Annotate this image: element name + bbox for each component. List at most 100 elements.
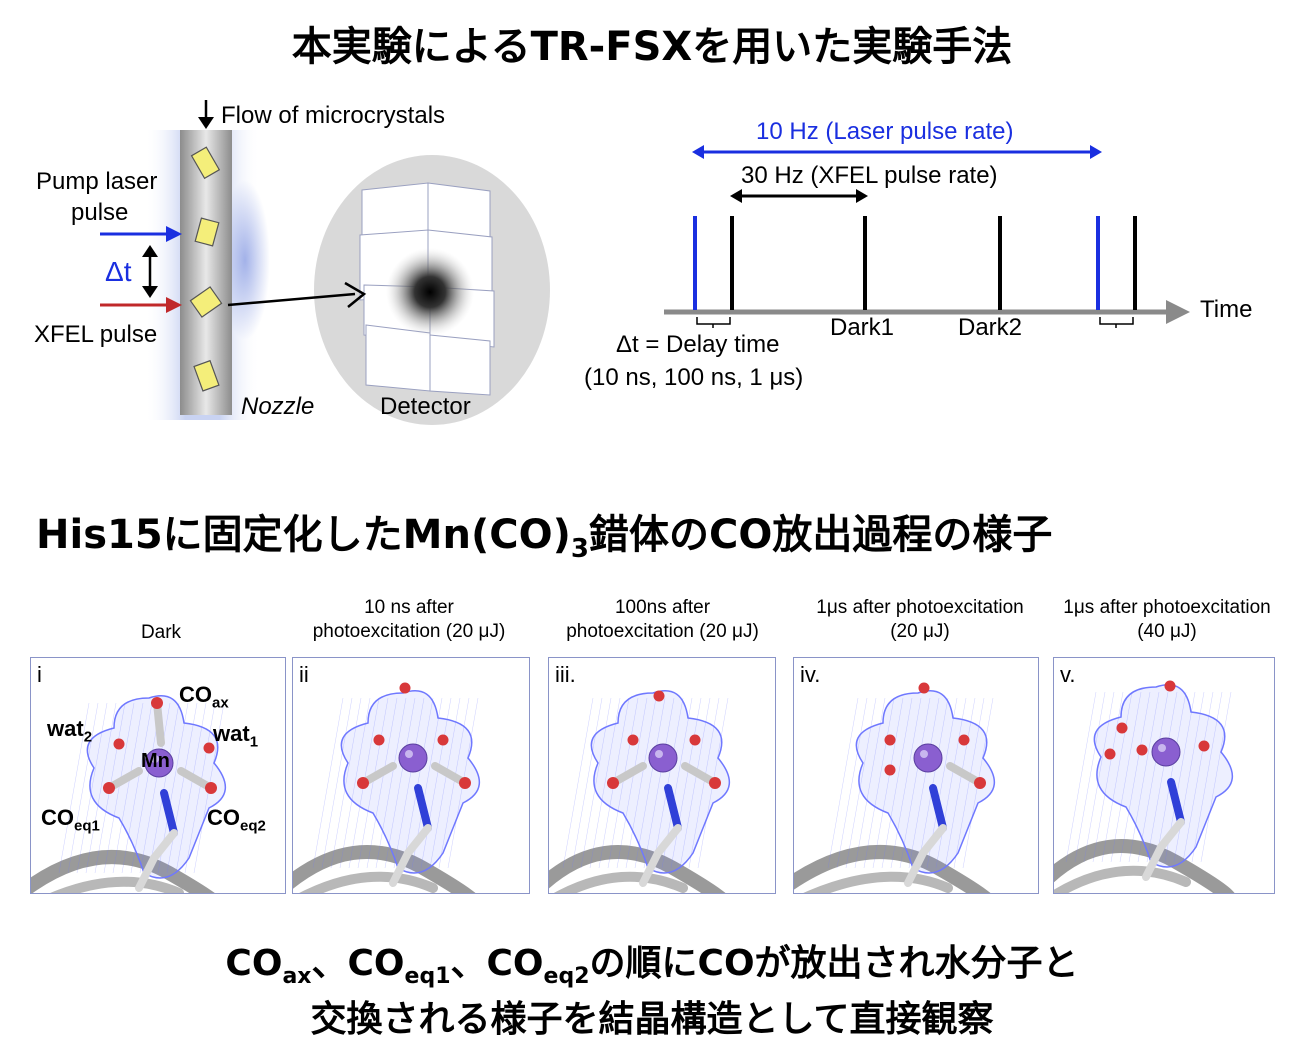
mesh-line: [1074, 691, 1106, 863]
mesh-line: [899, 697, 931, 869]
mesh-line: [881, 697, 913, 869]
mesh-line: [917, 697, 949, 869]
histidine-ring: [664, 784, 682, 832]
mesh-line: [1191, 691, 1223, 863]
histidine-ring: [929, 784, 947, 832]
histidine-chain: [135, 854, 158, 892]
laser-rate-label: 10 Hz (Laser pulse rate): [756, 118, 1014, 145]
histidine-chain: [1157, 818, 1185, 851]
mn-highlight: [405, 750, 413, 758]
dark2-label: Dark2: [958, 314, 1023, 341]
water-oxygen: [1198, 740, 1210, 752]
label-co-eq1: COeq1: [41, 805, 100, 835]
mesh-line: [670, 697, 702, 869]
co-equatorial-2-oxygen: [459, 777, 471, 789]
panel-title-v: 1μs after photoexcitation(40 μJ): [1063, 597, 1271, 642]
water-oxygen: [918, 682, 930, 694]
mesh-line: [366, 697, 398, 869]
histidine-chain: [639, 849, 662, 887]
co-equatorial-2-oxygen: [709, 777, 721, 789]
conclusion-line-2: 交換される様子を結晶構造として直接観察: [310, 999, 994, 1040]
mesh-line: [166, 702, 198, 874]
structure-panel-i: i COax wat2 wat1 Mn COeq1 COeq2: [30, 657, 286, 894]
co-axial-oxygen: [151, 697, 163, 709]
beam-arrow: [227, 292, 356, 307]
histidine-chain: [654, 824, 682, 857]
mn-atom: [1151, 737, 1181, 767]
page-title: 本実験によるTR-FSXを用いた実験手法: [291, 24, 1013, 70]
water-oxygen: [373, 734, 385, 746]
mesh-line: [854, 697, 886, 869]
water-oxygen: [1164, 680, 1176, 692]
section-title: His15に固定化したMn(CO)3錯体のCO放出過程の様子: [36, 502, 1052, 564]
mesh-line: [330, 697, 362, 869]
helix-ribbon: [1054, 839, 1235, 893]
mesh-line: [571, 697, 603, 869]
delay-bracket-1: [696, 317, 731, 325]
co-equatorial-1-oxygen: [357, 777, 369, 789]
electron-density-mesh: [1093, 684, 1233, 868]
label-wat1: wat1: [213, 721, 259, 751]
mn-atom: [144, 748, 174, 778]
label-co-ax: COax: [179, 682, 229, 712]
mn-highlight: [655, 750, 663, 758]
co-equatorial-1-oxygen: [103, 782, 115, 794]
mn-highlight: [920, 750, 928, 758]
co-equatorial-2-oxygen: [205, 782, 217, 794]
mesh-line: [121, 702, 153, 874]
delay-bracket-2: [1099, 317, 1134, 325]
mesh-line: [1155, 691, 1187, 863]
mesh-line: [953, 697, 985, 869]
histidine-ring: [414, 784, 432, 832]
mesh-line: [908, 697, 940, 869]
co-equatorial-2-oxygen: [974, 777, 986, 789]
mesh-line: [827, 697, 859, 869]
helix-ribbon-back: [803, 871, 953, 893]
xfel-label: XFEL pulse: [34, 321, 158, 348]
panel-label: ii: [299, 662, 309, 687]
mesh-line: [112, 702, 144, 874]
mesh-line: [1137, 691, 1169, 863]
water-oxygen: [884, 734, 896, 746]
water-oxygen: [399, 682, 411, 694]
mesh-line: [562, 697, 594, 869]
helix-ribbon: [31, 850, 215, 893]
mesh-line: [139, 702, 171, 874]
mesh-line: [103, 702, 135, 874]
structure-panel-v: v.: [1053, 657, 1275, 894]
mesh-line: [890, 697, 922, 869]
delay-values-label: (10 ns, 100 ns, 1 μs): [584, 364, 804, 391]
mesh-line: [58, 702, 90, 874]
co-axial: [153, 699, 165, 747]
panel-label: iv.: [800, 662, 821, 687]
mesh-line: [375, 697, 407, 869]
mesh-line: [85, 702, 117, 874]
mesh-line: [872, 697, 904, 869]
label-mn: Mn: [141, 750, 170, 772]
mesh-line: [76, 702, 108, 874]
mesh-line: [1173, 691, 1205, 863]
mesh-line: [1092, 691, 1124, 863]
section-title-prefix: His15に固定化したMn(CO): [36, 512, 571, 558]
water-oxygen: [653, 690, 665, 702]
histidine-chain: [404, 824, 432, 857]
helix-ribbon-back: [299, 871, 438, 893]
mesh-line: [679, 697, 711, 869]
detector-label: Detector: [380, 393, 471, 420]
mesh-line: [184, 702, 216, 874]
mesh-line: [402, 697, 434, 869]
histidine-chain: [389, 849, 412, 887]
panel-label: v.: [1060, 662, 1076, 687]
mesh-line: [1119, 691, 1151, 863]
mesh-line: [1146, 691, 1178, 863]
setup-schematic: [100, 100, 550, 425]
dark1-label: Dark1: [830, 314, 895, 341]
mesh-line: [393, 697, 425, 869]
mesh-line: [836, 697, 868, 869]
co-equatorial-1-oxygen: [607, 777, 619, 789]
water-oxygen: [1116, 722, 1128, 734]
panel-title-i: Dark: [140, 622, 182, 643]
mesh-line: [944, 697, 976, 869]
panel-title-iv: 1μs after photoexcitation(20 μJ): [816, 597, 1024, 642]
